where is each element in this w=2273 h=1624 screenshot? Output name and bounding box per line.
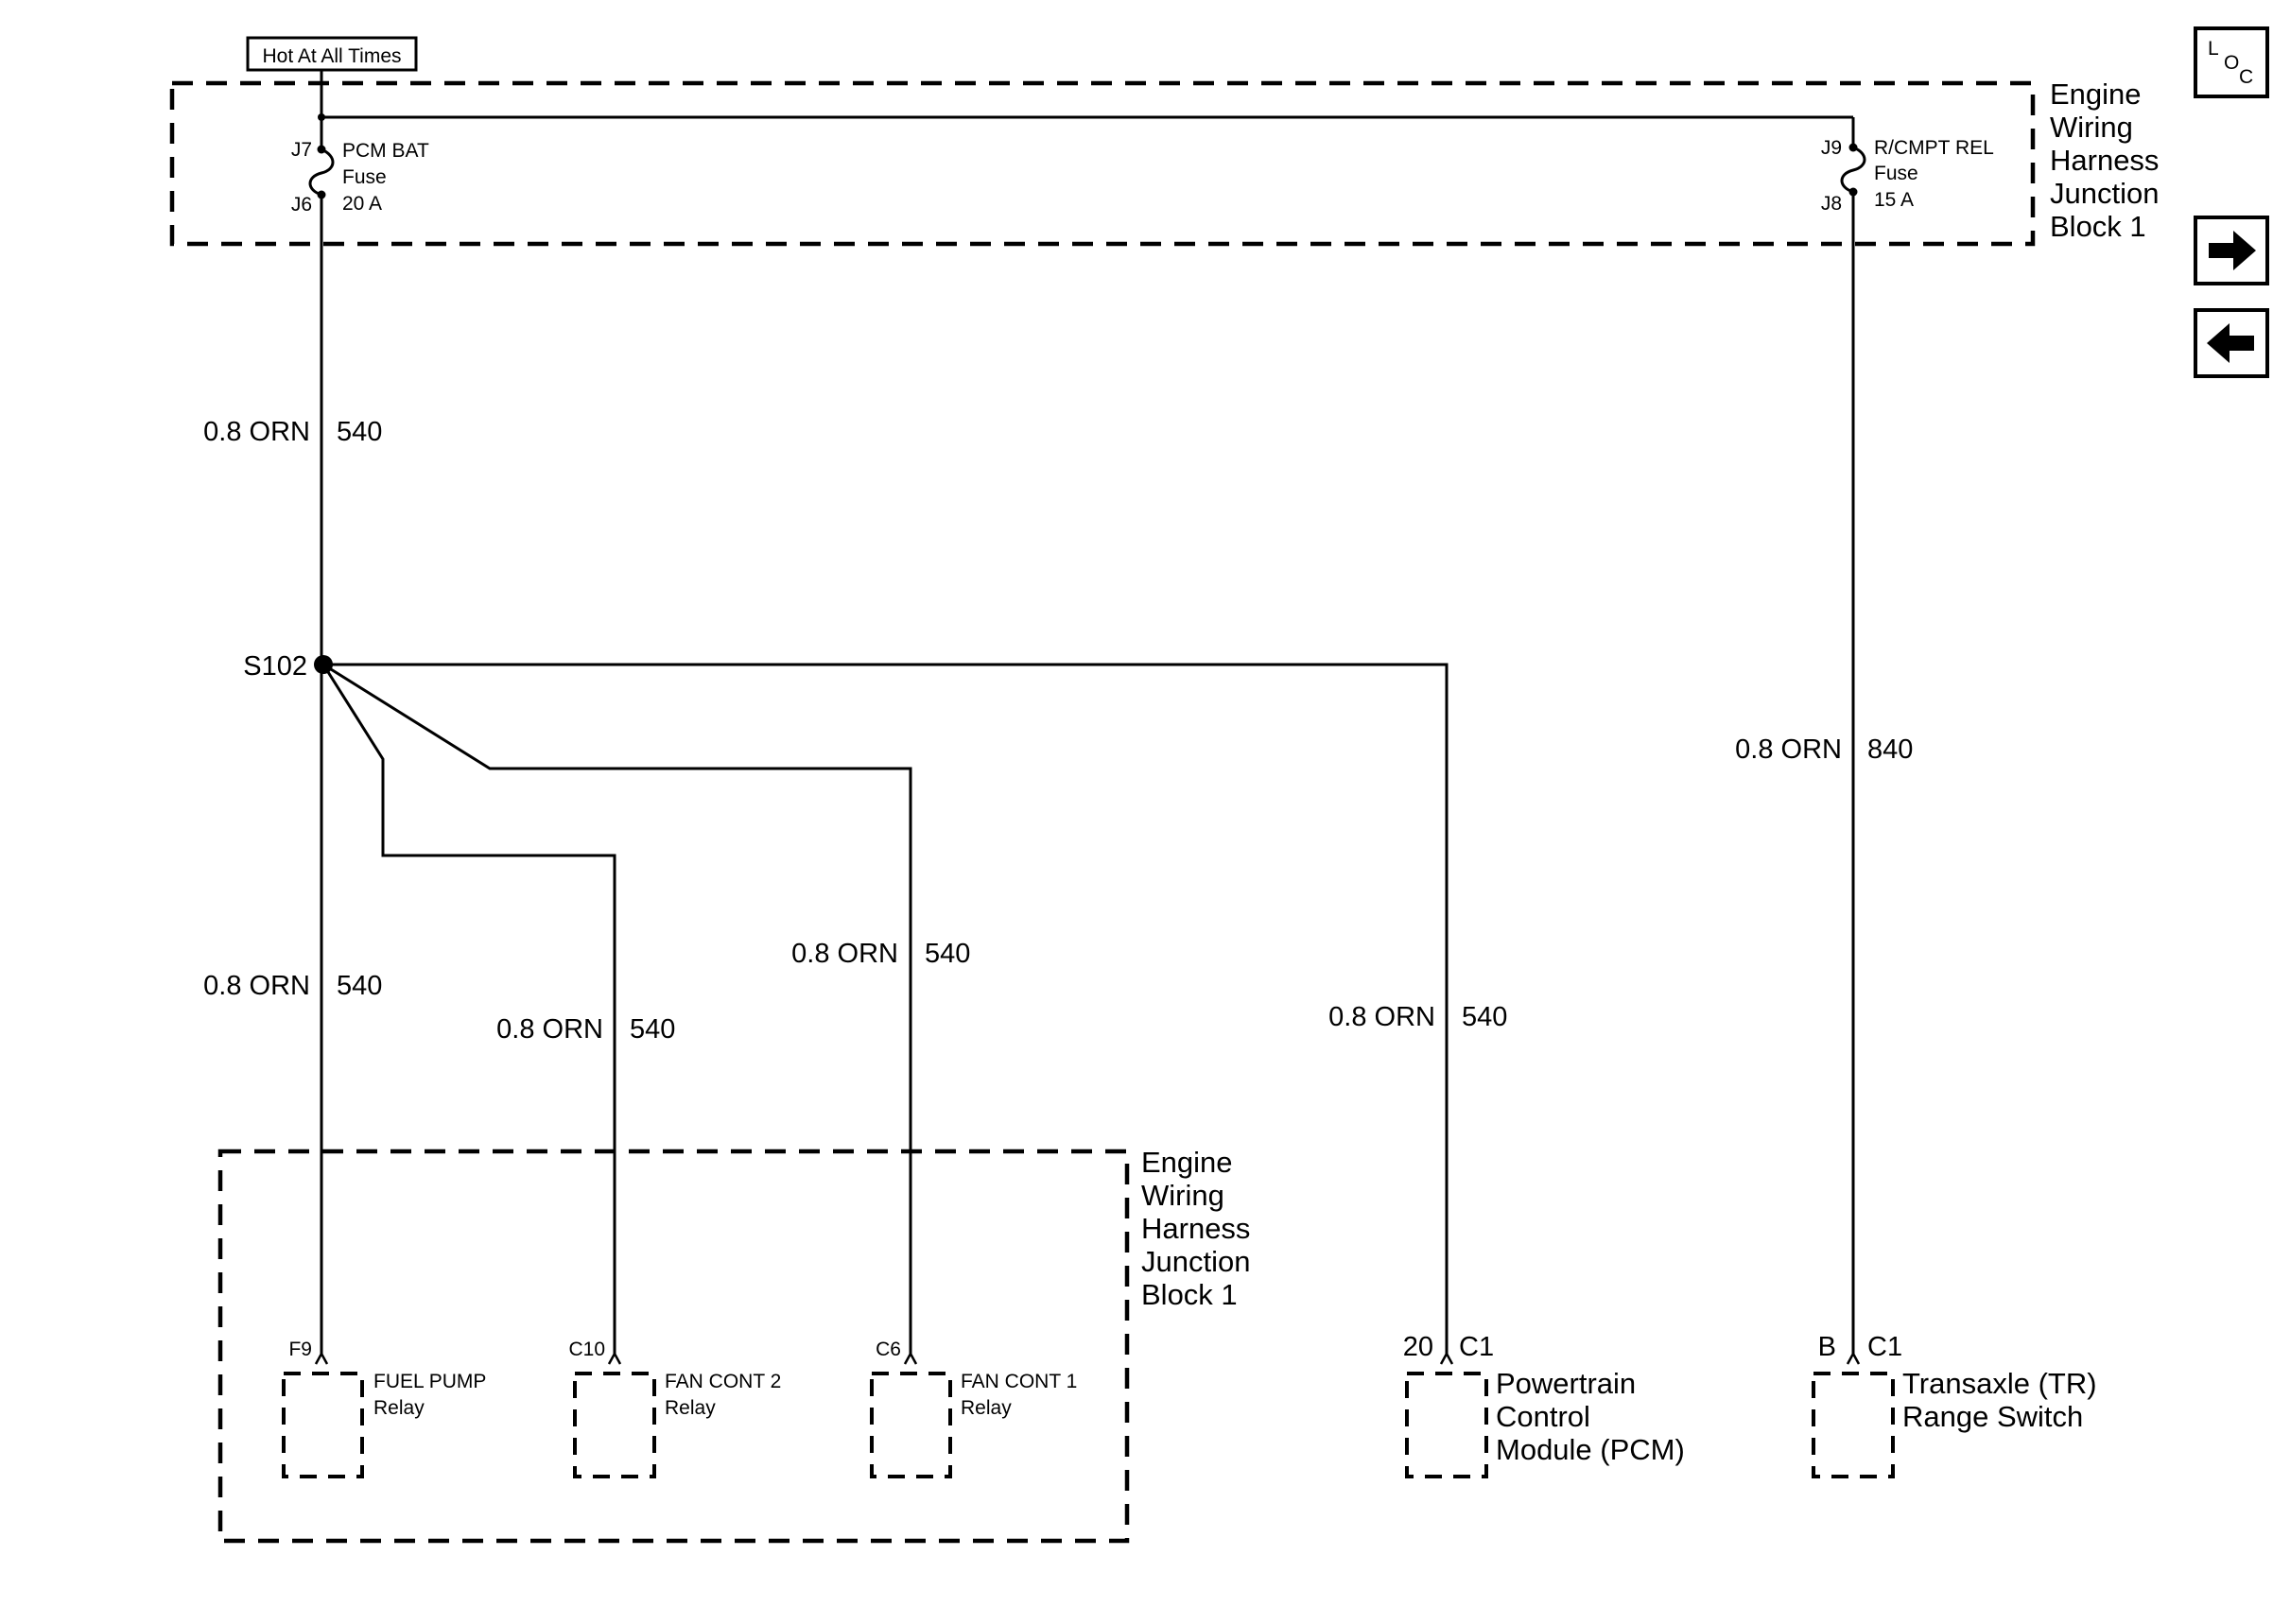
component-pcm: 20 C1 Powertrain Control Module (PCM): [1403, 1332, 1685, 1478]
fuse-name: PCM BAT: [342, 140, 429, 162]
wire-gauge-color: 0.8 ORN: [791, 939, 898, 969]
svg-text:Wiring: Wiring: [1141, 1179, 1224, 1212]
wire-gauge-color: 0.8 ORN: [1735, 734, 1842, 765]
component-fuel-pump-relay: F9 FUEL PUMP Relay: [282, 1339, 486, 1478]
fuse-type: Fuse: [1874, 163, 1918, 184]
fuse-pcm-bat: J7 J6 PCM BAT Fuse 20 A: [291, 117, 429, 216]
fuse-rating: 15 A: [1874, 189, 1914, 211]
splice-label: S102: [243, 651, 307, 682]
fuse-rating: 20 A: [342, 193, 382, 215]
component-label-line: Powertrain: [1496, 1367, 1636, 1400]
wire-gauge-color: 0.8 ORN: [203, 971, 310, 1001]
arrow-left-icon: [2207, 323, 2254, 363]
wire-circuit: 540: [337, 417, 382, 447]
arrow-right-icon: [2209, 231, 2256, 270]
forward-button[interactable]: [2194, 216, 2269, 285]
svg-text:Engine: Engine: [1141, 1146, 1233, 1179]
connector-pin: C10: [568, 1339, 605, 1360]
junction-block-top-label: Engine Wiring Harness Junction Block 1: [2050, 78, 2159, 243]
component-label-line: Transaxle (TR): [1902, 1367, 2097, 1400]
back-button[interactable]: [2194, 308, 2269, 378]
wire-branches: [320, 192, 1855, 1354]
connector-pin: 20: [1403, 1332, 1433, 1362]
component-label-line: FAN CONT 1: [961, 1371, 1077, 1392]
power-source-label: Hot At All Times: [246, 36, 418, 72]
component-fan-cont-2-relay: C10 FAN CONT 2 Relay: [568, 1339, 781, 1478]
connector-id: C1: [1867, 1332, 1902, 1362]
wire-circuit: 840: [1867, 734, 1913, 765]
component-label-line: Module (PCM): [1496, 1433, 1685, 1466]
component-label-line: Relay: [665, 1397, 716, 1419]
wire-circuit: 540: [337, 971, 382, 1001]
junction-block-top-outline: [169, 80, 2036, 247]
connector-pin: F9: [288, 1339, 312, 1360]
component-fan-cont-1-relay: C6 FAN CONT 1 Relay: [870, 1339, 1077, 1478]
svg-text:Junction: Junction: [2050, 177, 2159, 210]
power-bus: [318, 70, 1853, 121]
fuse-rcmpt-rel: J9 J8 R/CMPT REL Fuse 15 A: [1821, 117, 1994, 215]
component-label-line: Relay: [961, 1397, 1012, 1419]
component-label-line: FAN CONT 2: [665, 1371, 781, 1392]
junction-block-bottom-label: Engine Wiring Harness Junction Block 1: [1141, 1146, 1250, 1311]
location-button[interactable]: L O C: [2194, 26, 2269, 98]
svg-text:Harness: Harness: [2050, 144, 2159, 177]
wire-gauge-color: 0.8 ORN: [203, 417, 310, 447]
connector-pin: C6: [876, 1339, 901, 1360]
svg-text:Block 1: Block 1: [2050, 210, 2146, 243]
svg-text:Engine: Engine: [2050, 78, 2142, 111]
component-label-line: FUEL PUMP: [373, 1371, 486, 1392]
component-label-line: Control: [1496, 1400, 1590, 1433]
component-label-line: Relay: [373, 1397, 425, 1419]
wire-gauge-color: 0.8 ORN: [1328, 1002, 1435, 1032]
svg-text:Junction: Junction: [1141, 1245, 1250, 1278]
fuse-type: Fuse: [342, 166, 387, 188]
fuse-out-pin: J6: [291, 194, 312, 216]
wire-gauge-color: 0.8 ORN: [496, 1014, 603, 1045]
junction-block-bottom-outline: [217, 1149, 1130, 1544]
svg-text:Wiring: Wiring: [2050, 111, 2133, 144]
svg-text:L: L: [2208, 38, 2219, 60]
fuse-out-pin: J8: [1821, 193, 1842, 215]
fuse-name: R/CMPT REL: [1874, 137, 1994, 159]
connector-pin: B: [1818, 1332, 1836, 1362]
svg-text:C: C: [2239, 66, 2253, 88]
location-icon: L O C: [2208, 38, 2253, 88]
svg-text:Harness: Harness: [1141, 1212, 1250, 1245]
component-tr-range-switch: B C1 Transaxle (TR) Range Switch: [1812, 1332, 2097, 1478]
fuse-in-pin: J7: [291, 139, 312, 161]
wire-circuit: 540: [1462, 1002, 1507, 1032]
component-label-line: Range Switch: [1902, 1400, 2083, 1433]
wire-circuit: 540: [630, 1014, 675, 1045]
splice-s102: S102: [243, 651, 333, 682]
connector-id: C1: [1459, 1332, 1494, 1362]
svg-text:O: O: [2224, 52, 2239, 74]
fuse-in-pin: J9: [1821, 137, 1842, 159]
power-source-text: Hot At All Times: [262, 45, 401, 67]
wire-circuit: 540: [925, 939, 970, 969]
svg-text:Block 1: Block 1: [1141, 1278, 1238, 1311]
